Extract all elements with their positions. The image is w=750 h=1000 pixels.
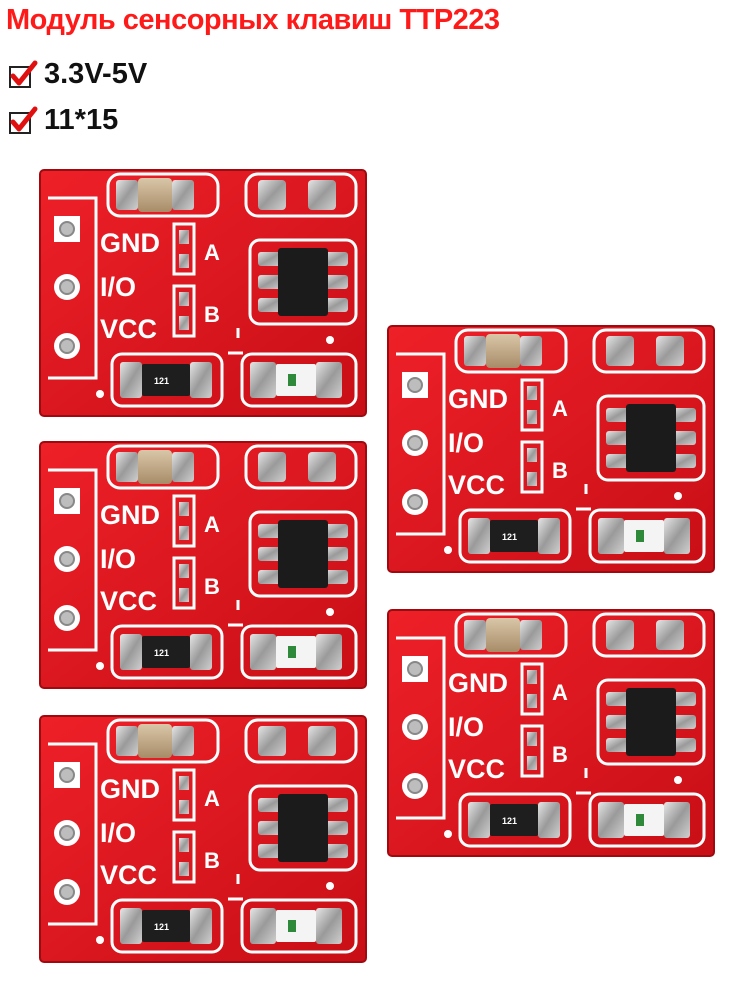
- pcb-illustration: GND I/O VCC A B 121: [387, 325, 715, 573]
- ic-pads: [258, 252, 348, 312]
- header-pins: [54, 216, 80, 359]
- label-b: B: [204, 574, 220, 599]
- ic-pads: [606, 408, 696, 468]
- header-pins: [54, 762, 80, 905]
- label-a: A: [204, 240, 220, 265]
- resistor-code: 121: [502, 816, 517, 826]
- label-a: A: [552, 680, 568, 705]
- ttp223-chip: [278, 520, 328, 588]
- header-pins: [402, 372, 428, 515]
- label-b: B: [552, 742, 568, 767]
- ttp223-board: GND I/O VCC A B 121: [386, 324, 716, 574]
- checkbox-checked-icon: [9, 60, 38, 88]
- label-a: A: [204, 512, 220, 537]
- label-io: I/O: [448, 712, 484, 742]
- label-vcc: VCC: [100, 586, 157, 616]
- ic-pads: [258, 524, 348, 584]
- label-io: I/O: [100, 272, 136, 302]
- product-title: Модуль сенсорных клавиш TTP223: [6, 4, 500, 36]
- ttp223-chip: [626, 688, 676, 756]
- label-b: B: [204, 302, 220, 327]
- ttp223-board: GND I/O VCC A B 121: [38, 440, 368, 690]
- label-b: B: [552, 458, 568, 483]
- spec-size-text: 11*15: [44, 104, 119, 136]
- ttp223-chip: [626, 404, 676, 472]
- label-a: A: [552, 396, 568, 421]
- pcb-illustration: GND I/O VCC A B 121: [387, 609, 715, 857]
- pcb-illustration: GND I/O VCC A B 121: [39, 715, 367, 963]
- resistor-code: 121: [154, 376, 169, 386]
- label-io: I/O: [100, 544, 136, 574]
- label-gnd: GND: [448, 384, 508, 414]
- resistor-code: 121: [502, 532, 517, 542]
- ttp223-board: GND I/O VCC A B 121: [38, 168, 368, 418]
- header-pins: [402, 656, 428, 799]
- label-gnd: GND: [448, 668, 508, 698]
- ttp223-chip: [278, 248, 328, 316]
- resistor-code: 121: [154, 922, 169, 932]
- header-pins: [54, 488, 80, 631]
- ttp223-board: GND I/O VCC A B 121: [386, 608, 716, 858]
- label-a: A: [204, 786, 220, 811]
- label-vcc: VCC: [448, 470, 505, 500]
- pcb-illustration: GND I/O VCC A B 121: [39, 441, 367, 689]
- label-gnd: GND: [100, 228, 160, 258]
- label-vcc: VCC: [100, 860, 157, 890]
- checkbox-checked-icon: [9, 106, 38, 134]
- ic-pads: [258, 798, 348, 858]
- label-vcc: VCC: [448, 754, 505, 784]
- label-io: I/O: [100, 818, 136, 848]
- ic-pads: [606, 692, 696, 752]
- ttp223-board: GND I/O VCC A B 121: [38, 714, 368, 964]
- label-gnd: GND: [100, 500, 160, 530]
- spec-size: 11*15: [8, 104, 118, 137]
- label-b: B: [204, 848, 220, 873]
- spec-voltage: 3.3V-5V: [8, 58, 147, 91]
- ttp223-chip: [278, 794, 328, 862]
- label-vcc: VCC: [100, 314, 157, 344]
- spec-voltage-text: 3.3V-5V: [44, 58, 148, 90]
- pcb-illustration: GND I/O VCC A B 121: [39, 169, 367, 417]
- resistor-code: 121: [154, 648, 169, 658]
- label-io: I/O: [448, 428, 484, 458]
- label-gnd: GND: [100, 774, 160, 804]
